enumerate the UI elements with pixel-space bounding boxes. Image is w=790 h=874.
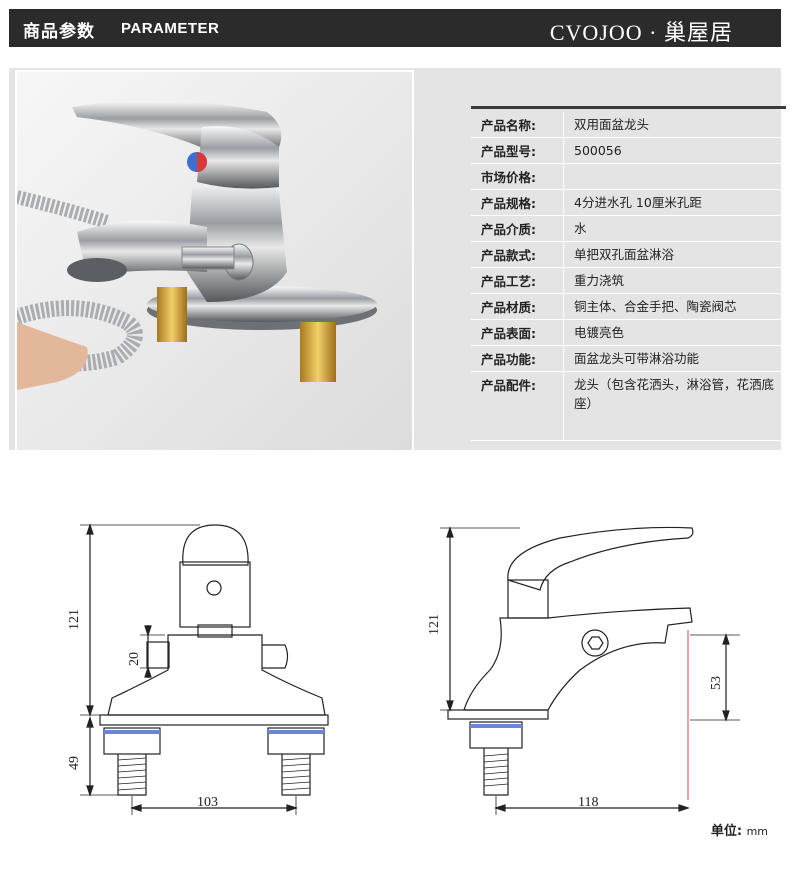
spec-key: 产品材质: (471, 294, 564, 319)
spec-row: 产品型号: 500056 (471, 138, 786, 164)
spec-row: 产品款式: 单把双孔面盆淋浴 (471, 242, 786, 268)
spec-table-top-rule (471, 106, 786, 109)
spec-value (564, 164, 786, 189)
front-view: 121 49 20 103 (67, 523, 329, 815)
header-bar: 商品参数 PARAMETER CVOJOO · 巢屋居 (9, 9, 781, 47)
spec-value: 水 (574, 221, 587, 236)
spec-value: 500056 (574, 143, 622, 158)
spec-row: 产品表面: 电镀亮色 (471, 320, 786, 346)
spec-value: 面盆龙头可带淋浴功能 (574, 351, 700, 366)
spec-key: 产品款式: (471, 242, 564, 267)
spec-table: 产品名称: 双用面盆龙头产品型号: 500056 市场价格:产品规格: 4分进水孔 10… (471, 106, 786, 441)
side-view: 121 53 118 (427, 526, 740, 815)
spec-key: 市场价格: (471, 164, 564, 189)
spec-row: 产品功能: 面盆龙头可带淋浴功能 (471, 346, 786, 372)
spec-key: 产品规格: (471, 190, 564, 215)
spec-row: 产品材质: 铜主体、合金手把、陶瓷阀芯 (471, 294, 786, 320)
spec-value: 电镀亮色 (574, 325, 625, 340)
faucet-photo-illustration (17, 72, 412, 450)
dim-front-height: 121 (67, 609, 82, 630)
spec-rows: 产品名称: 双用面盆龙头产品型号: 500056 市场价格:产品规格: 4分进水孔 10… (471, 112, 786, 441)
spec-row: 市场价格: (471, 164, 786, 190)
spec-value: 铜主体、合金手把、陶瓷阀芯 (574, 299, 737, 314)
brand-name: CVOJOO · 巢屋居 (549, 20, 733, 45)
spec-key: 产品配件: (471, 372, 564, 440)
dim-front-spacing: 103 (197, 795, 218, 810)
unit-label: 单位: mm (711, 820, 768, 839)
spec-key: 产品工艺: (471, 268, 564, 293)
dimension-drawing: 121 49 20 103 (0, 470, 790, 870)
spec-value: 单把双孔面盆淋浴 (574, 247, 675, 262)
header-title-en: PARAMETER (121, 20, 220, 37)
dim-front-base: 49 (67, 756, 82, 770)
spec-row: 产品介质: 水 (471, 216, 786, 242)
spec-key: 产品型号: (471, 138, 564, 163)
spec-row: 产品工艺: 重力浇筑 (471, 268, 786, 294)
spec-row: 产品规格: 4分进水孔 10厘米孔距 (471, 190, 786, 216)
dim-side-height: 121 (427, 614, 442, 635)
spec-key: 产品介质: (471, 216, 564, 241)
unit-label-text: 单位: (710, 824, 743, 839)
spec-key: 产品名称: (471, 112, 564, 137)
product-photo (15, 70, 414, 452)
spec-value: 双用面盆龙头 (574, 117, 650, 132)
spec-value: 龙头（包含花洒头，淋浴管，花洒底座） (574, 377, 775, 411)
spec-row: 产品配件: 龙头（包含花洒头，淋浴管，花洒底座） (471, 372, 786, 441)
dim-front-side: 20 (127, 652, 142, 666)
spec-key: 产品表面: (471, 320, 564, 345)
header-title-cn: 商品参数 (23, 22, 95, 42)
technical-drawing: 121 49 20 103 (67, 523, 740, 815)
spec-value: 4分进水孔 10厘米孔距 (574, 195, 702, 210)
product-panel: 产品名称: 双用面盆龙头产品型号: 500056 市场价格:产品规格: 4分进水孔 10… (9, 68, 786, 452)
spec-value: 重力浇筑 (574, 273, 625, 288)
dim-side-reach: 118 (578, 795, 598, 810)
unit-value: mm (746, 825, 768, 838)
spec-key: 产品功能: (471, 346, 564, 371)
dim-side-spout: 53 (709, 676, 724, 690)
spec-row: 产品名称: 双用面盆龙头 (471, 112, 786, 138)
